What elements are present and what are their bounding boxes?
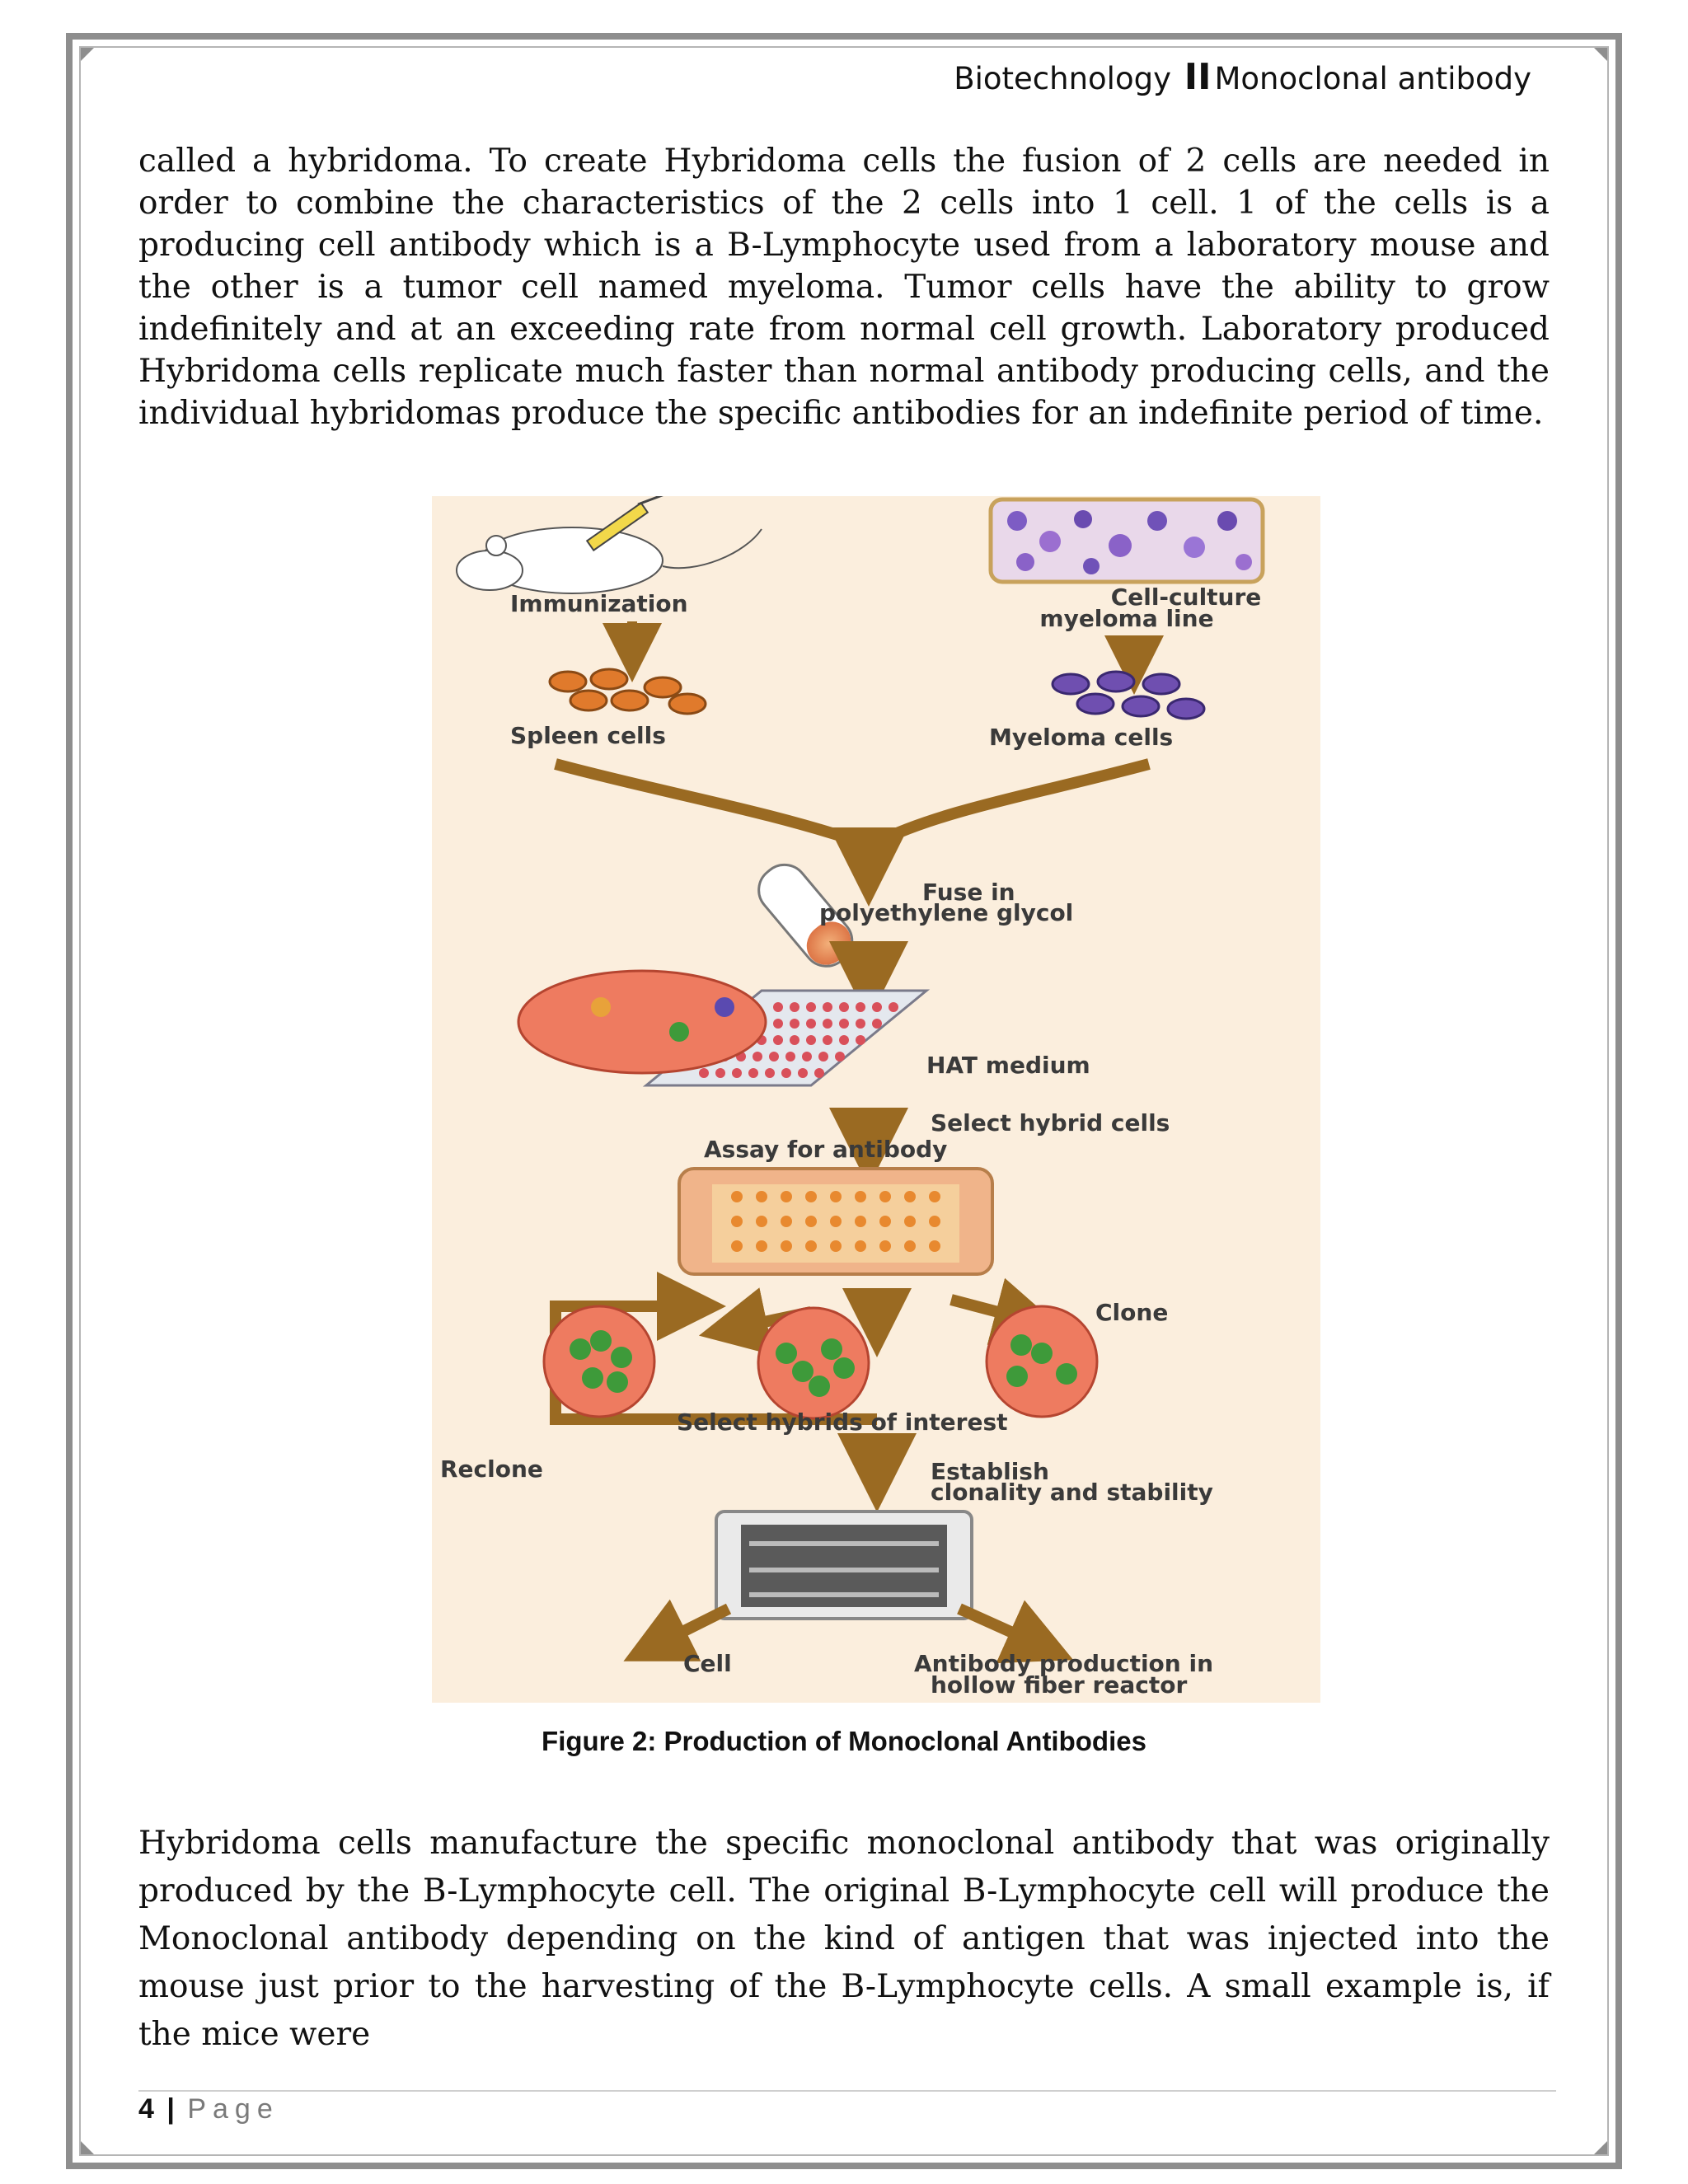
monoclonal-antibody-figure: Immunization Cell-culture myeloma line S…: [432, 496, 1320, 1703]
corner-ornament-bottom-left: [81, 2141, 94, 2154]
label-antibody-1: Antibody production in: [914, 1650, 1213, 1677]
clone-dish-left: [542, 1305, 656, 1418]
footer-rule: [138, 2090, 1556, 2092]
label-cell: Cell: [683, 1650, 732, 1677]
myeloma-cells-icon: [1051, 670, 1206, 720]
header-separator: II: [1184, 56, 1212, 98]
arrow-to-antibody: [957, 1600, 1074, 1664]
corner-ornament-top-left: [81, 48, 94, 61]
label-establish-1: Establish: [931, 1458, 1049, 1485]
label-cell-culture-1: Cell-culture: [1111, 583, 1262, 611]
label-spleen-cells: Spleen cells: [510, 722, 666, 749]
spleen-cells-icon: [548, 668, 707, 715]
label-establish-2: clonality and stability: [931, 1479, 1213, 1506]
fusion-bubble-icon: [517, 969, 767, 1075]
page-border-outer: [66, 33, 1622, 2169]
corner-ornament-top-right: [1594, 48, 1607, 61]
page-number: 4: [138, 2093, 154, 2125]
label-fuse-1: Fuse in: [922, 879, 1015, 906]
label-select-hybrid: Select hybrid cells: [931, 1109, 1170, 1137]
clone-dish-right: [985, 1305, 1099, 1418]
arrow-to-cell: [623, 1599, 732, 1661]
label-immunization: Immunization: [510, 590, 688, 617]
label-hat-medium: HAT medium: [926, 1052, 1090, 1079]
figure-caption: Figure 2: Production of Monoclonal Antib…: [542, 1726, 1146, 1756]
label-antibody-2: hollow fiber reactor: [931, 1671, 1187, 1699]
footer-separator: |: [166, 2093, 175, 2125]
label-clone: Clone: [1095, 1299, 1168, 1326]
header-topic: Monoclonal antibody: [1214, 61, 1532, 96]
arrow-merge-left: [554, 758, 863, 848]
page-border-inner: [79, 46, 1609, 2156]
page-label: Page: [187, 2093, 279, 2125]
label-select-interest: Select hybrids of interest: [677, 1408, 1008, 1436]
corner-ornament-bottom-right: [1594, 2141, 1607, 2154]
label-myeloma-cells: Myeloma cells: [989, 724, 1173, 751]
header-subject: Biotechnology: [954, 61, 1171, 96]
label-cell-culture-2: myeloma line: [1039, 605, 1213, 632]
page-footer: 4 | Page: [138, 2093, 279, 2125]
myeloma-micrograph: [988, 497, 1265, 584]
label-fuse-2: polyethylene glycol: [819, 899, 1073, 926]
assay-plate-photo: [678, 1167, 994, 1276]
body-paragraph-1: called a hybridoma. To create Hybridoma …: [138, 143, 1550, 432]
clone-dish-middle: [757, 1306, 870, 1420]
label-reclone: Reclone: [440, 1455, 543, 1483]
label-assay: Assay for antibody: [704, 1136, 947, 1163]
incubator-photo: [715, 1510, 973, 1620]
syringe-icon: [585, 496, 663, 552]
body-paragraph-2: Hybridoma cells manufacture the specific…: [138, 1825, 1550, 2053]
mouse-icon: [456, 527, 762, 594]
